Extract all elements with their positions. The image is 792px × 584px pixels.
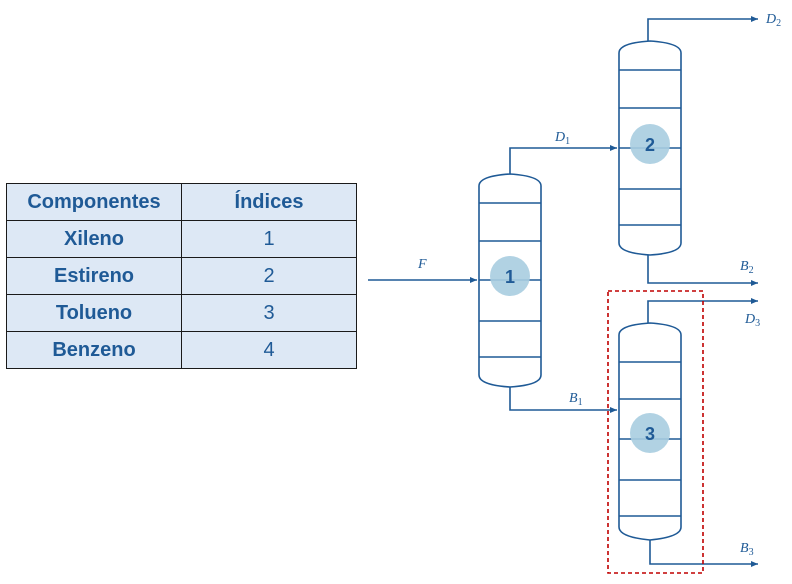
- column-2: [618, 40, 682, 256]
- column-3-number: 3: [645, 424, 655, 444]
- row-index: 3: [181, 294, 357, 332]
- components-table: Componentes Índices Xileno 1 Estireno 2 …: [6, 183, 357, 369]
- column-2-number: 2: [645, 135, 655, 155]
- feed-label: F: [417, 257, 427, 272]
- b1-stream: [509, 387, 617, 413]
- d2-stream: [647, 16, 758, 41]
- b2-stream: [647, 255, 758, 286]
- row-component: Xileno: [6, 220, 182, 258]
- row-index: 4: [181, 331, 357, 369]
- d1-stream: [509, 145, 617, 174]
- b3-label: B3: [740, 541, 754, 558]
- components-table-container: Componentes Índices Xileno 1 Estireno 2 …: [6, 183, 357, 369]
- column-1-badge: 1: [490, 256, 530, 296]
- table-header-row: Componentes Índices: [6, 183, 357, 221]
- row-component: Estireno: [6, 257, 182, 295]
- row-component: Tolueno: [6, 294, 182, 332]
- d3-label: D3: [744, 312, 760, 329]
- column-2-badge: 2: [630, 124, 670, 164]
- column-1-number: 1: [505, 267, 515, 287]
- header-indices: Índices: [181, 183, 357, 221]
- row-component: Benzeno: [6, 331, 182, 369]
- column-3-highlight-box: [607, 290, 704, 574]
- d3-stream: [647, 298, 758, 323]
- column-3-badge: 3: [630, 413, 670, 453]
- table-row: Benzeno 4: [6, 331, 357, 369]
- b2-label: B2: [740, 259, 754, 276]
- header-componentes: Componentes: [6, 183, 182, 221]
- table-row: Estireno 2: [6, 257, 357, 295]
- b1-label: B1: [569, 391, 583, 408]
- d1-label: D1: [554, 130, 570, 147]
- b3-stream: [649, 540, 758, 567]
- table-row: Tolueno 3: [6, 294, 357, 332]
- d2-label: D2: [765, 12, 781, 29]
